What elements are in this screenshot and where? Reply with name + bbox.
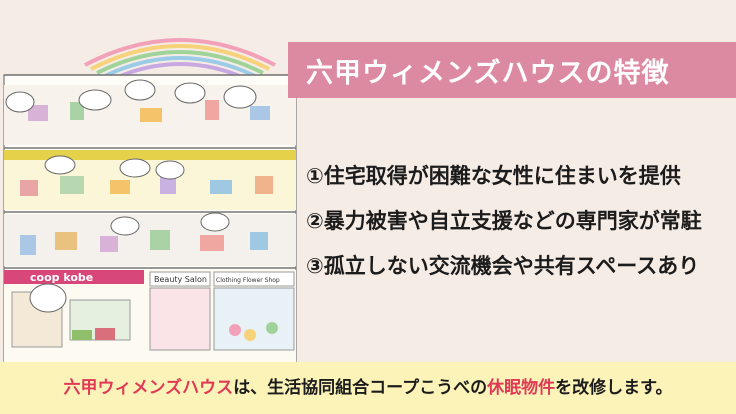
footer-text: 六甲ウィメンズハウスは、生活協同組合コープこうべの休眠物件を改修します。 xyxy=(0,373,736,398)
feature-item-1: ①住宅取得が困難な女性に住まいを提供 xyxy=(306,164,681,188)
footer-highlight-property: 休眠物件 xyxy=(487,378,556,398)
coop-sign-text: coop kobe xyxy=(30,271,93,284)
feature-item-2: ②暴力被害や自立支援などの専門家が常駐 xyxy=(306,209,702,233)
footer-text-part4: を改修します。 xyxy=(555,378,673,398)
title-banner xyxy=(288,42,736,98)
ground-floor: coop kobe Beauty Salon Clothing Flower S… xyxy=(4,270,296,365)
footer-highlight-name: 六甲ウィメンズハウス xyxy=(63,378,234,398)
beauty-salon-sign: Beauty Salon xyxy=(154,275,207,284)
floor-4 xyxy=(4,79,296,145)
footer-banner xyxy=(0,362,736,414)
coop-sign xyxy=(4,270,144,284)
feature-item-3: ③孤立しない交流機会や共有スペースあり xyxy=(306,254,700,278)
shop-sign: Clothing Flower Shop xyxy=(216,277,280,284)
footer-text-part2: は、生活協同組合コープこうべの xyxy=(233,378,488,398)
floor-3 xyxy=(4,150,296,210)
page-title: 六甲ウィメンズハウスの特徴 xyxy=(306,58,670,89)
floor-2 xyxy=(4,212,296,266)
building-illustration: coop kobe Beauty Salon Clothing Flower S… xyxy=(0,30,300,365)
rainbow-icon xyxy=(84,38,276,83)
